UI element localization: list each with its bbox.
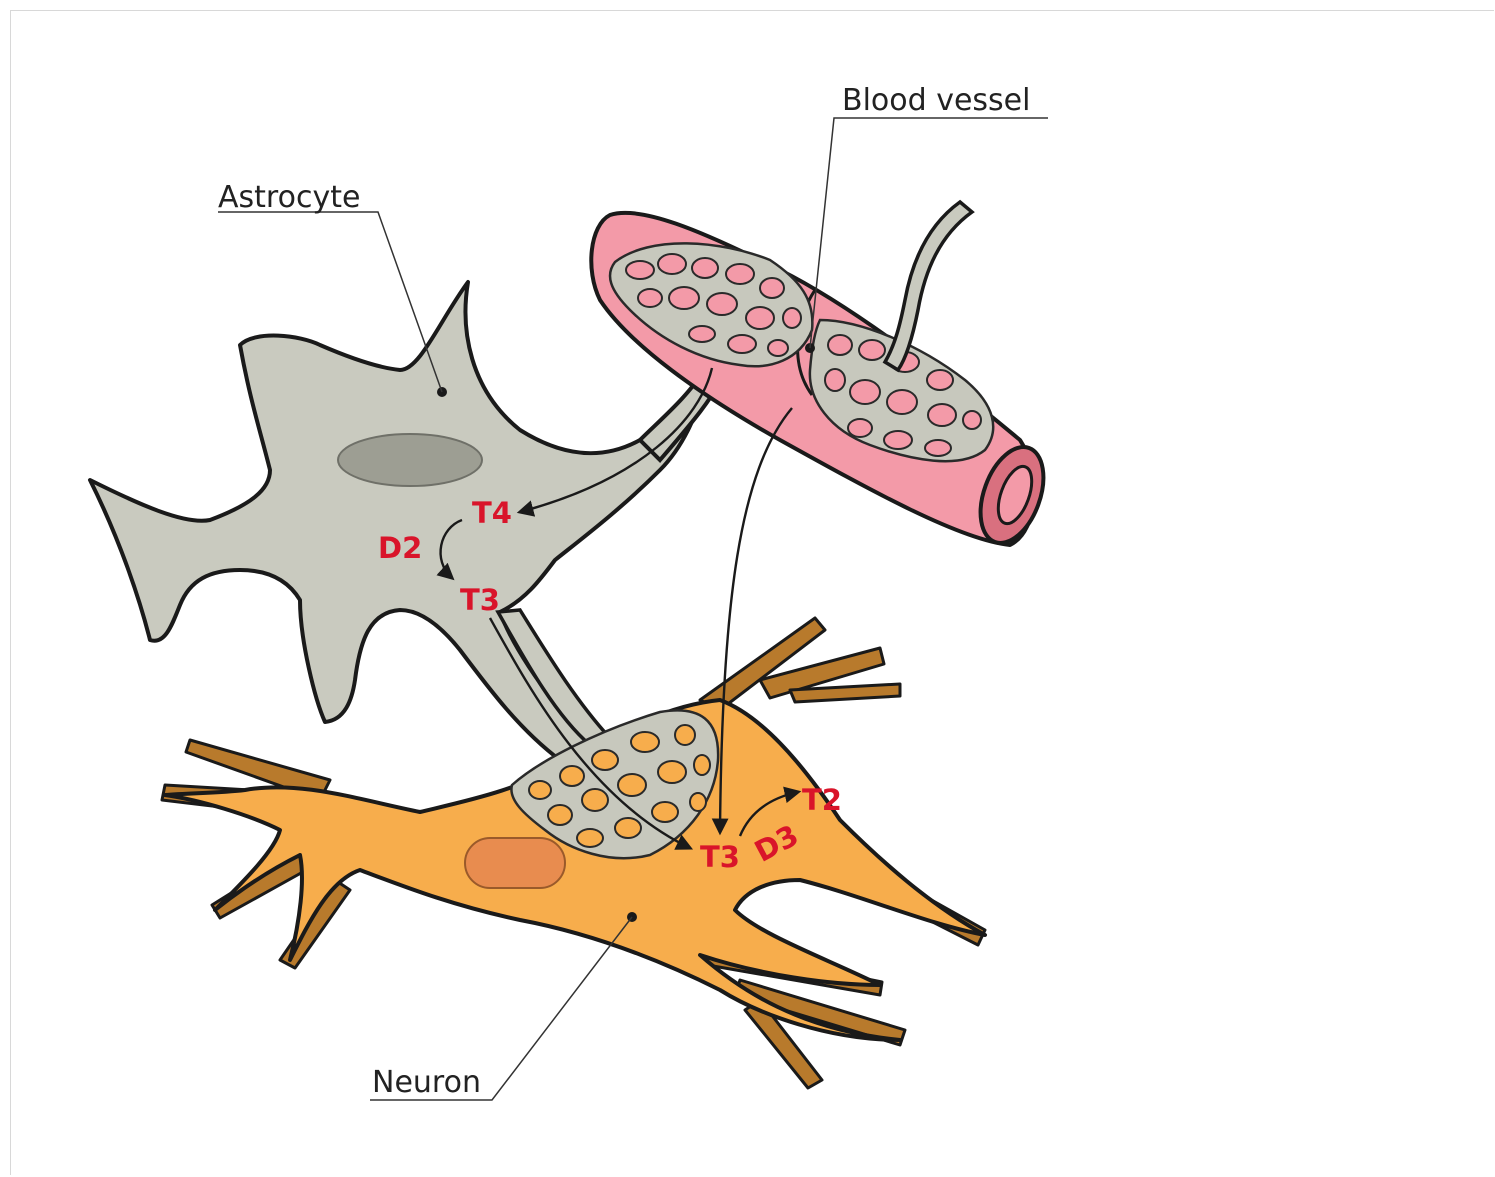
neuron-nucleus bbox=[465, 838, 565, 888]
endfoot-network-left bbox=[610, 243, 812, 366]
molecule-astro-d2: D2 bbox=[378, 531, 422, 565]
molecule-astro-t3: T3 bbox=[460, 583, 500, 617]
label-astrocyte: Astrocyte bbox=[218, 180, 360, 215]
molecule-neuron-t2: T2 bbox=[802, 783, 842, 817]
vessel-process-top bbox=[885, 202, 972, 370]
astrocyte-nucleus bbox=[338, 434, 482, 486]
molecule-astro-t4: T4 bbox=[472, 496, 512, 530]
label-neuron: Neuron bbox=[372, 1065, 481, 1100]
neuron bbox=[162, 618, 985, 1088]
label-blood-vessel: Blood vessel bbox=[842, 83, 1030, 118]
blood-vessel bbox=[591, 202, 1055, 552]
molecule-neuron-t3: T3 bbox=[700, 840, 740, 874]
